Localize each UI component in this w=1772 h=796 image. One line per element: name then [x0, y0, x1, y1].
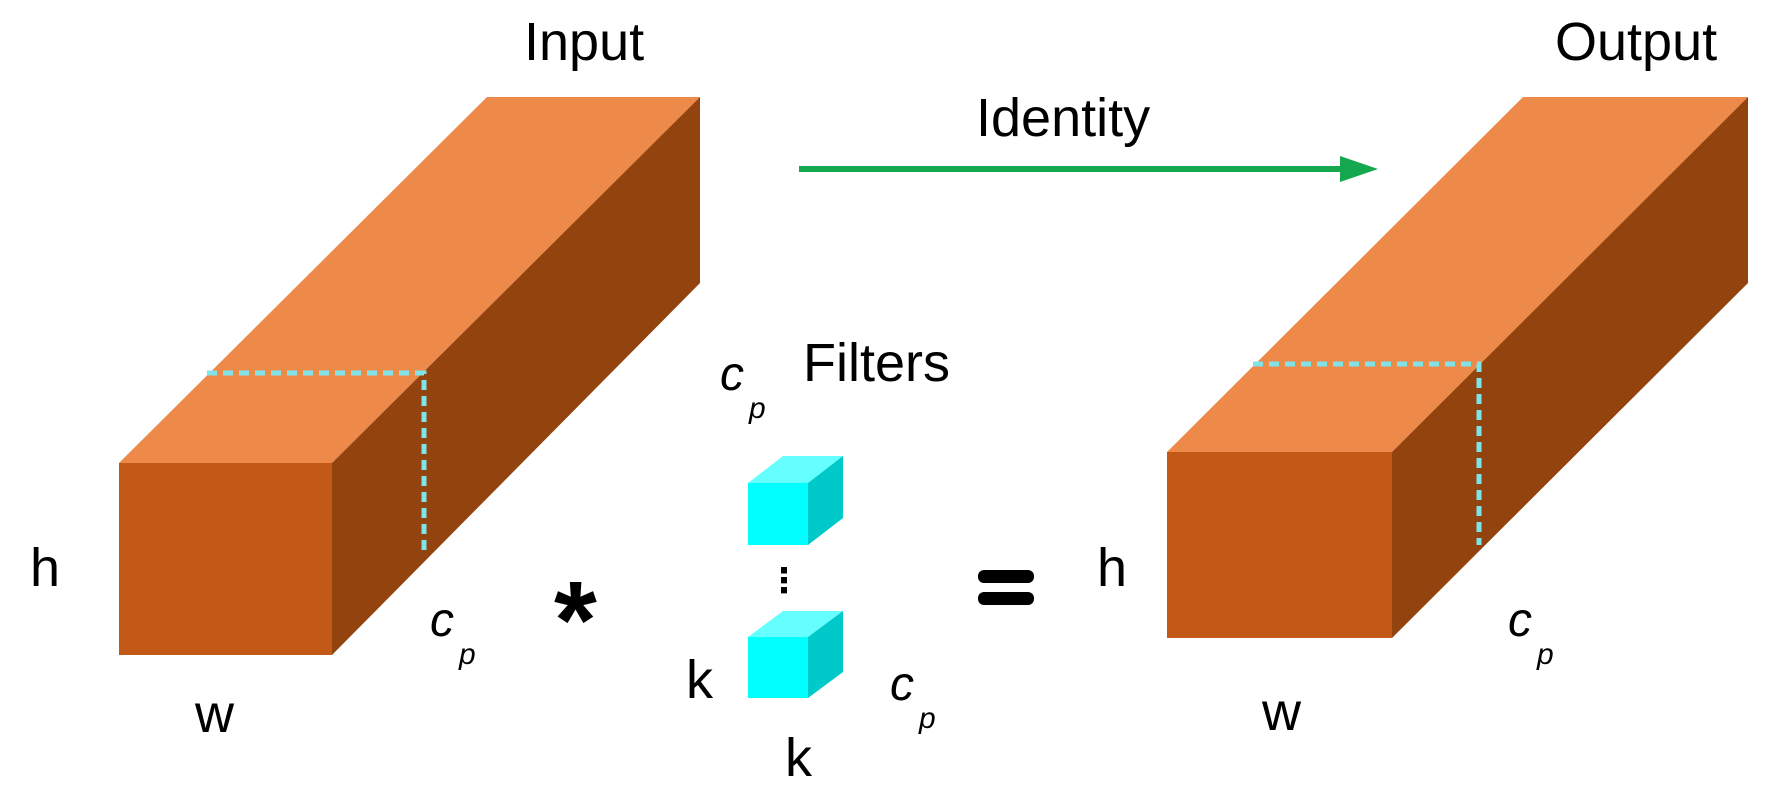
- output-block-side-face: [1392, 97, 1748, 638]
- filter-depth-subscript: p: [918, 702, 936, 735]
- identity-arrow-head: [1340, 156, 1378, 182]
- output-channels-label: c p: [1508, 594, 1554, 671]
- input-tensor-block: [119, 97, 700, 655]
- output-block-front-face: [1167, 452, 1392, 638]
- input-channels-subscript: p: [458, 638, 476, 671]
- filter-depth-symbol: c: [890, 658, 914, 711]
- filter-cube-top-top-face: [748, 456, 843, 483]
- input-height-label: h: [30, 538, 60, 598]
- filter-cube-top-front-face: [748, 483, 808, 545]
- input-block-front-face: [119, 463, 332, 655]
- filters-count-symbol: c: [720, 348, 744, 401]
- filter-cube-bottom-top-face: [748, 611, 843, 637]
- identity-label: Identity: [976, 88, 1150, 148]
- output-tensor-block: [1167, 97, 1748, 638]
- equals-bar-top: [978, 570, 1034, 583]
- filter-ellipsis: ⋮: [767, 562, 801, 600]
- input-width-label: w: [194, 684, 235, 744]
- filters-label: c p Filters: [720, 333, 950, 425]
- filter-cube-top: [748, 456, 843, 545]
- convolution-operator: *: [554, 559, 597, 682]
- output-height-label: h: [1097, 538, 1127, 598]
- filters-title: Filters: [803, 333, 950, 393]
- filter-cube-bottom-side-face: [808, 611, 843, 698]
- input-title: Input: [524, 12, 644, 72]
- output-channels-subscript: p: [1536, 638, 1554, 671]
- filter-cube-top-side-face: [808, 456, 843, 545]
- filter-cube-bottom-front-face: [748, 637, 808, 698]
- input-slice-dashed-outline: [207, 370, 427, 556]
- output-block-top-face: [1167, 97, 1748, 452]
- filters-count-subscript: p: [748, 392, 766, 425]
- output-slice-dashed-outline: [1253, 361, 1482, 545]
- output-channels-symbol: c: [1508, 594, 1532, 647]
- equals-bar-bottom: [978, 592, 1034, 605]
- input-channels-symbol: c: [430, 594, 454, 647]
- output-width-label: w: [1261, 682, 1302, 742]
- filter-height-label: k: [686, 650, 714, 710]
- equals-operator: [978, 570, 1034, 605]
- filter-cube-bottom: [748, 611, 843, 698]
- filter-depth-label: c p: [890, 658, 936, 735]
- output-title: Output: [1555, 12, 1717, 72]
- input-channels-label: c p: [430, 594, 476, 671]
- filter-width-label: k: [785, 728, 813, 788]
- identity-arrow: [799, 156, 1378, 182]
